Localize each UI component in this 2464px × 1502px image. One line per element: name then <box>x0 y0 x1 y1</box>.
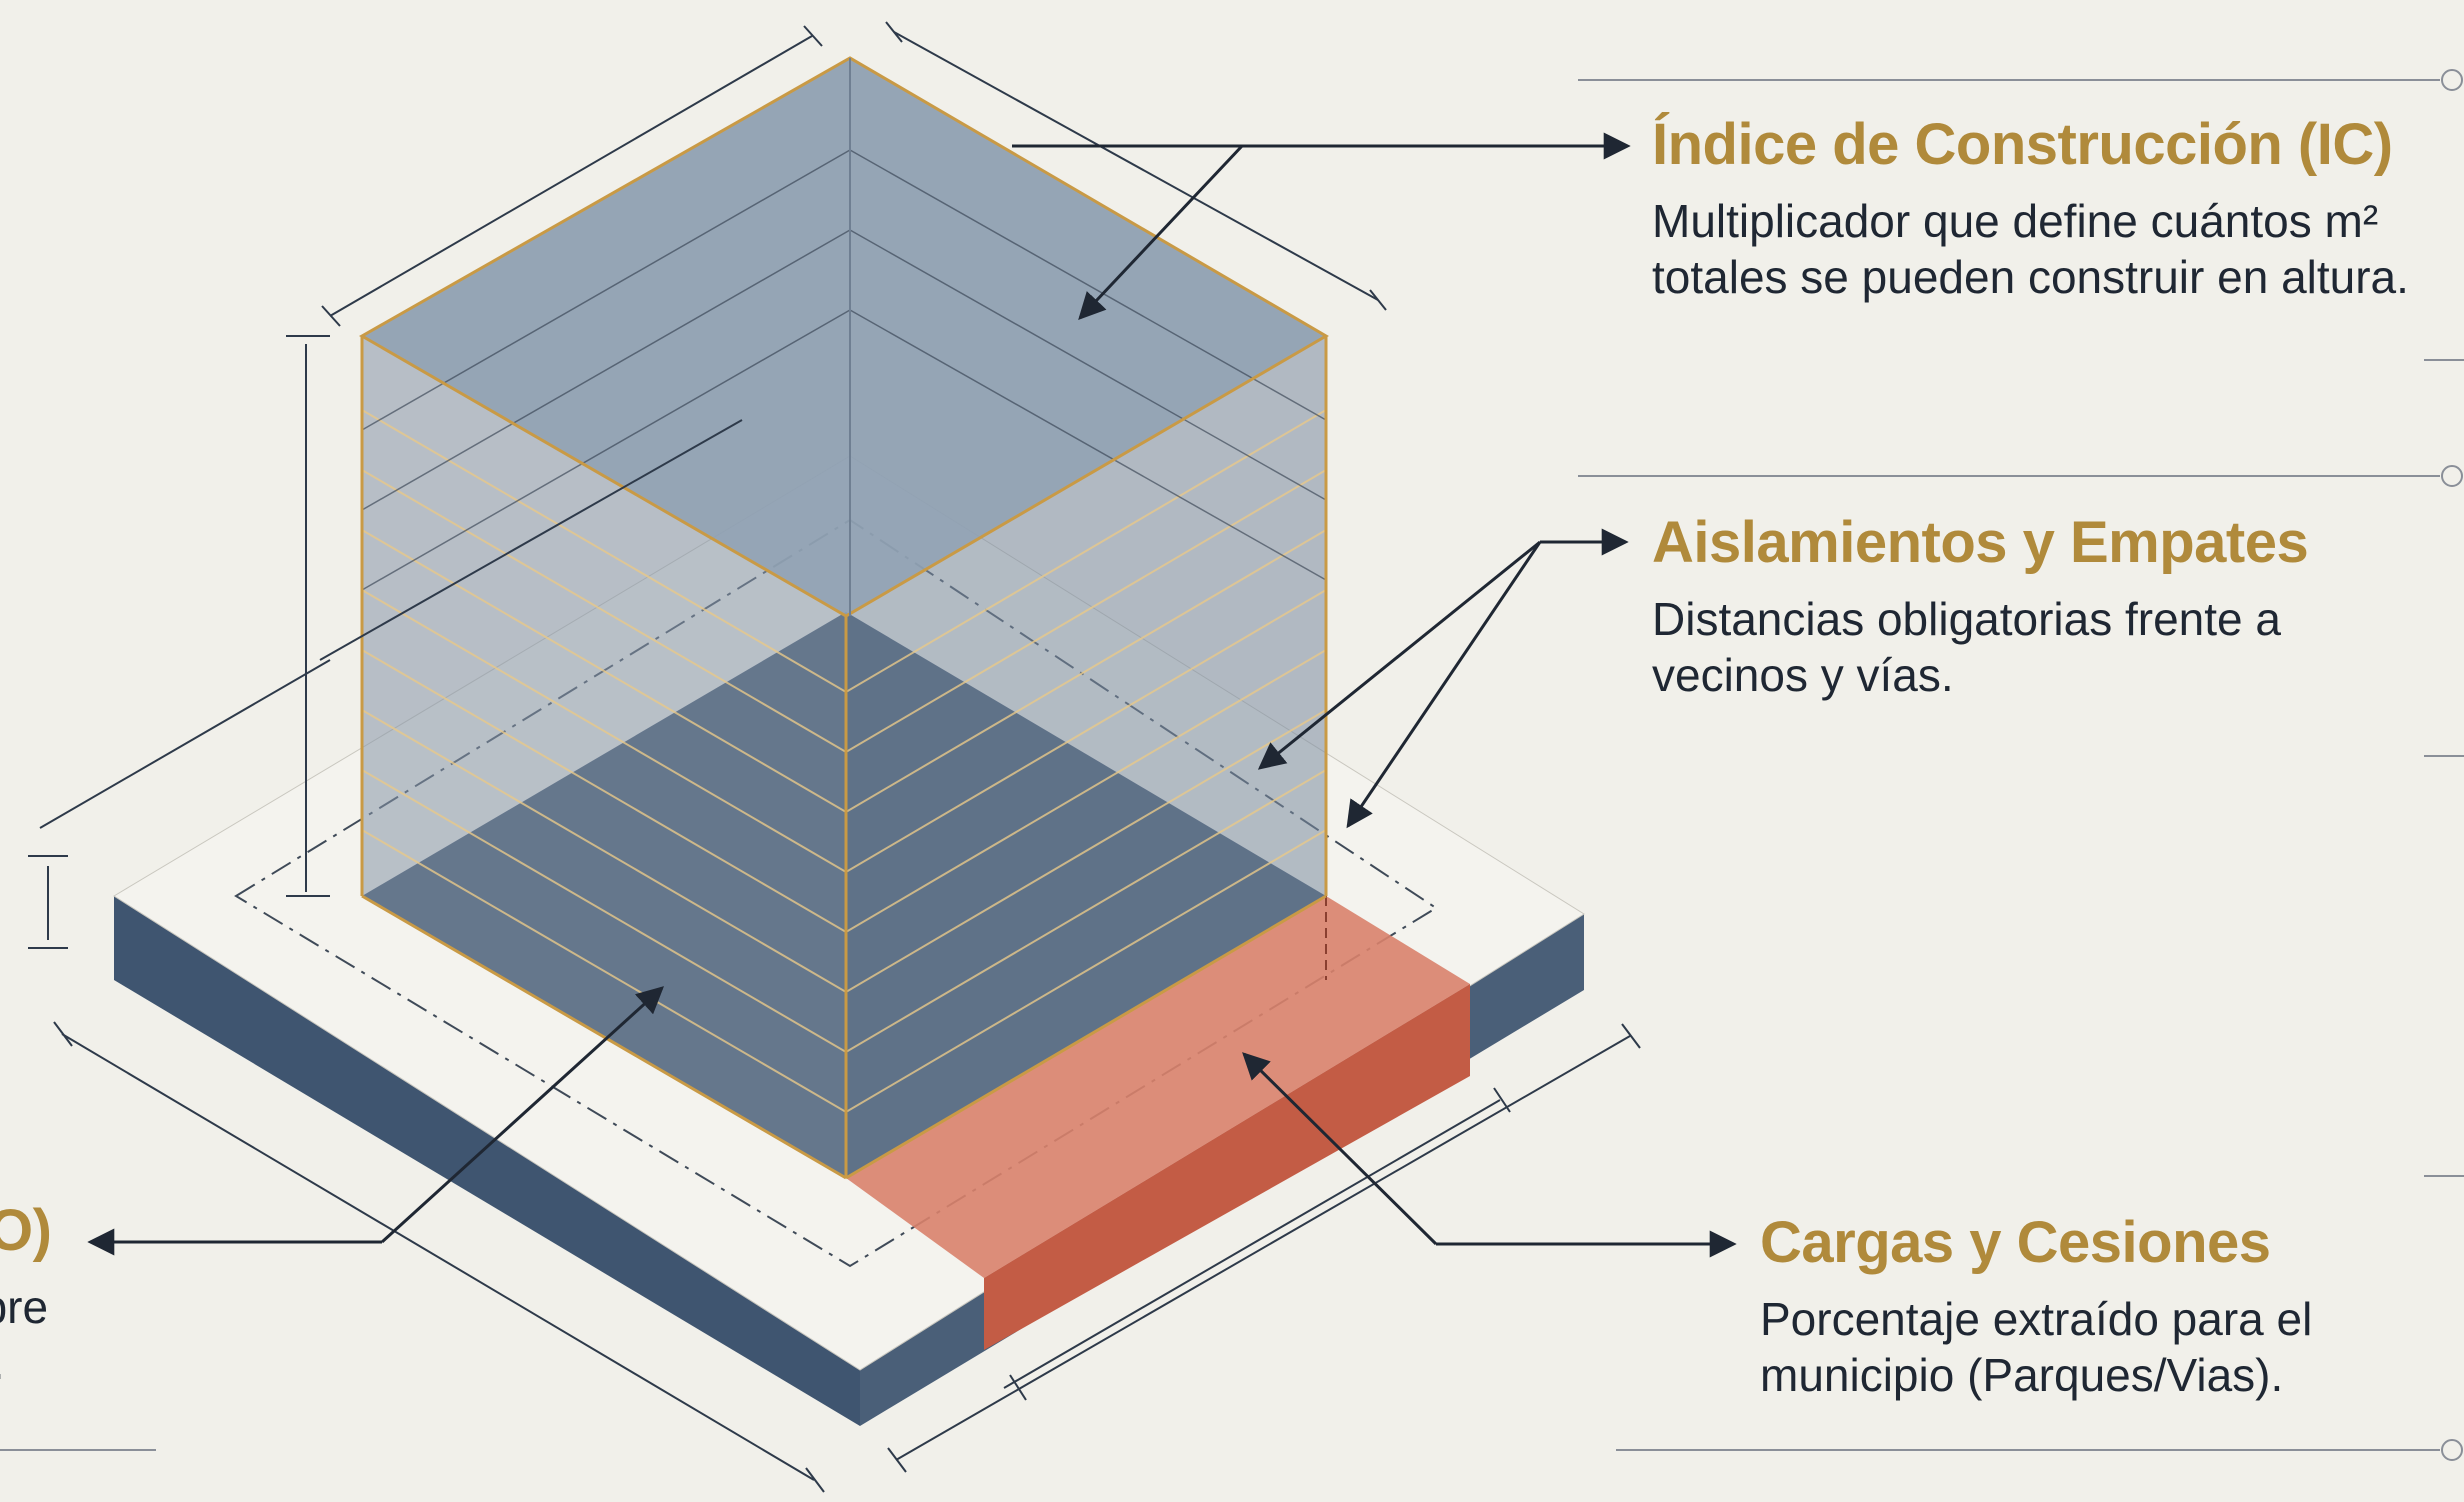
cession-strip <box>846 896 1470 1350</box>
callout-cargas-cesiones: Cargas y Cesiones Porcentaje extraído pa… <box>1760 1210 2464 1403</box>
callout-arrows <box>87 132 1737 1258</box>
decorative-rules <box>0 69 2464 1461</box>
cession-strip-side <box>984 984 1470 1350</box>
lot-slab-left-face <box>114 896 860 1426</box>
dimension-lines <box>28 21 1641 1493</box>
callout-description: Multiplicador que define cuántos m² tota… <box>1652 194 2409 303</box>
callout-description: obre la. <box>0 1280 49 1389</box>
callout-title: Aislamientos y Empates <box>1652 510 2309 575</box>
callout-indice-construccion: Índice de Construcción (IC) Multiplicado… <box>1652 112 2464 305</box>
cession-strip-top <box>846 896 1470 1278</box>
callout-partial-left: O) obre la. <box>0 1198 130 1391</box>
callout-title: Índice de Construcción (IC) <box>1652 112 2393 177</box>
callout-title: Cargas y Cesiones <box>1760 1210 2271 1275</box>
callout-description: Porcentaje extraído para el municipio (P… <box>1760 1292 2313 1401</box>
building-volume <box>358 56 1329 1180</box>
callout-aislamientos: Aislamientos y Empates Distancias obliga… <box>1652 510 2464 703</box>
callout-title: O) <box>0 1198 52 1263</box>
callout-description: Distancias obligatorias frente a vecinos… <box>1652 592 2281 701</box>
